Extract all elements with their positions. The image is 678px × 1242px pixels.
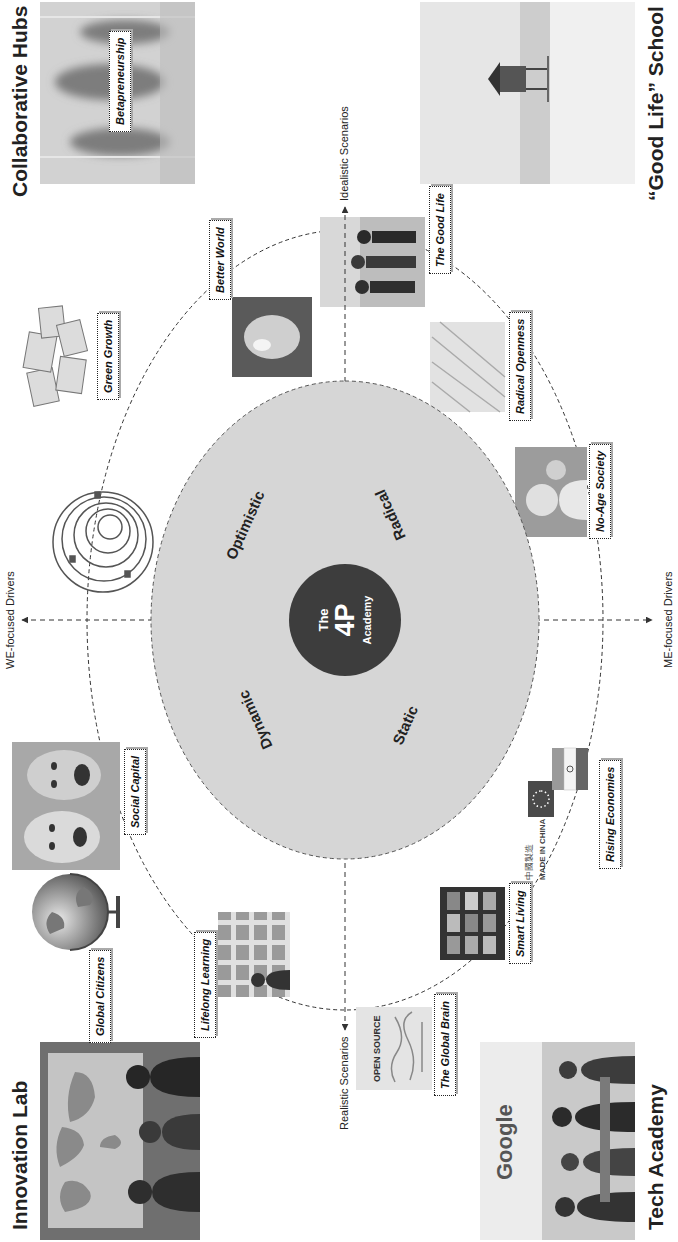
corner-title: Innovation Lab (8, 1081, 32, 1230)
driver-tag: No-Age Society (589, 444, 611, 539)
tag-text: Lifelong Learning (198, 939, 212, 1031)
tag-text: Smart Living (513, 890, 527, 957)
tag-text: Better World (213, 227, 227, 293)
tag-text: Social Capital (128, 756, 142, 828)
global-brain-photo (356, 1007, 432, 1090)
driver-tag: Green Growth (97, 313, 119, 400)
tag-text: Green Growth (101, 320, 115, 393)
tag-text: The Good Life (433, 193, 447, 267)
tech-academy-photo (480, 1042, 635, 1240)
good-life-people-photo (320, 217, 425, 307)
driver-tag: Rising Economies (599, 760, 621, 869)
collaborative-hubs-photo (40, 2, 195, 184)
driver-tag: Social Capital (124, 749, 146, 835)
innovation-lab-photo (40, 1042, 200, 1240)
no-age-society-photo (515, 447, 587, 537)
center-text: The (317, 608, 331, 631)
tag-text: Rising Economies (603, 767, 617, 862)
ellipse-outline (151, 381, 539, 859)
axis-label: Idealistic Scenarios (338, 106, 351, 201)
tag-text: No-Age Society (593, 451, 607, 532)
photo-text: MADE IN CHINA (538, 819, 547, 880)
corner-title: Collaborative Hubs (8, 6, 32, 197)
green-growth-papers (23, 306, 87, 407)
tag-text: Radical Openness (513, 319, 527, 414)
photo-text: OPEN SOURCE (372, 1015, 382, 1082)
driver-tag: The Global Brain (434, 994, 456, 1096)
driver-tag: Lifelong Learning (194, 932, 216, 1038)
driver-tag: Smart Living (509, 883, 531, 964)
tag-text: Global Citizens (93, 957, 107, 1036)
axis-label: ME-focused Drivers (662, 571, 675, 668)
center-text: Academy (361, 596, 373, 645)
better-world-photo (232, 297, 312, 377)
social-capital-photo (12, 742, 120, 870)
driver-tag: Better World (209, 220, 231, 300)
axes (22, 207, 652, 1030)
driver-tag: Global Citizens (89, 950, 111, 1043)
scenario-ellipse: OptimisticRadicalStaticDynamicThe4PAcade… (150, 380, 540, 860)
center-circle: The4PAcademy (289, 564, 401, 676)
corner-title: “Good Life” School (644, 6, 668, 201)
tag-text: Betapreneurship (113, 38, 127, 125)
corner-title: Tech Academy (644, 1084, 668, 1230)
radical-openness-photo (430, 322, 505, 412)
green-growth-circles (53, 492, 153, 592)
photo-text: 中國製造 (524, 844, 534, 880)
good-life-school-photo (420, 2, 635, 184)
driver-tag: Betapreneurship (109, 31, 131, 132)
globe-photo (32, 874, 120, 950)
smart-living-photo (440, 887, 505, 960)
lifelong-learning-photo (218, 912, 290, 997)
tag-text: The Global Brain (438, 1001, 452, 1089)
driver-tag: Radical Openness (509, 312, 531, 421)
photo-text: Google (492, 1104, 517, 1180)
center-text: 4P (331, 603, 361, 636)
driver-tag: The Good Life (429, 186, 451, 274)
axis-label: WE-focused Drivers (4, 571, 17, 669)
rising-economies-photo (528, 748, 588, 817)
axis-label: Realistic Scenarios (338, 1036, 351, 1130)
